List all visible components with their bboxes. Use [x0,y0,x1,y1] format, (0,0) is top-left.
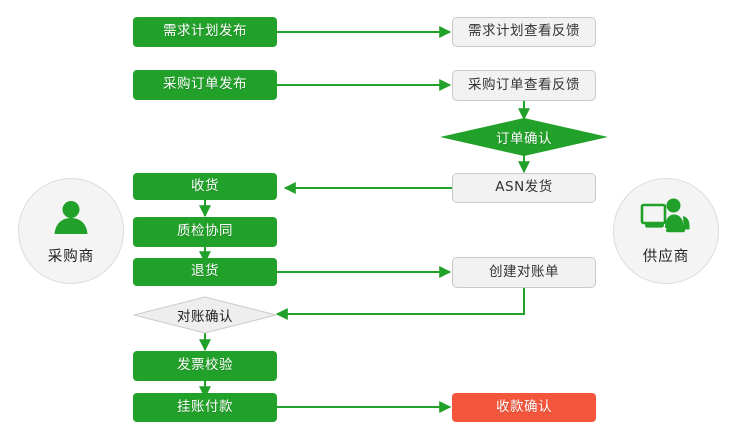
node-asn-ship[interactable]: ASN发货 [452,173,596,203]
node-statement-confirm[interactable]: 对账确认 [133,296,277,334]
node-invoice-verify[interactable]: 发票校验 [133,351,277,381]
node-create-statement[interactable]: 创建对账单 [452,257,596,288]
node-pay-on-account[interactable]: 挂账付款 [133,393,277,422]
node-po-publish[interactable]: 采购订单发布 [133,70,277,100]
actor-supplier-label: 供应商 [642,248,690,265]
node-demand-plan-feedback[interactable]: 需求计划查看反馈 [452,17,596,47]
node-quality-collab[interactable]: 质检协同 [133,217,277,247]
node-return-goods[interactable]: 退货 [133,258,277,286]
node-receipt-confirm[interactable]: 收款确认 [452,393,596,422]
actor-supplier[interactable]: 供应商 [613,178,719,284]
edge-statement-to-confirm [275,288,525,320]
person-icon [50,197,92,243]
node-po-feedback[interactable]: 采购订单查看反馈 [452,70,596,101]
node-demand-plan-publish[interactable]: 需求计划发布 [133,17,277,47]
person-with-computer-icon [640,197,692,243]
node-order-confirm[interactable]: 订单确认 [440,118,608,156]
node-receive-goods[interactable]: 收货 [133,173,277,200]
actor-buyer[interactable]: 采购商 [18,178,124,284]
actor-buyer-label: 采购商 [47,248,95,265]
